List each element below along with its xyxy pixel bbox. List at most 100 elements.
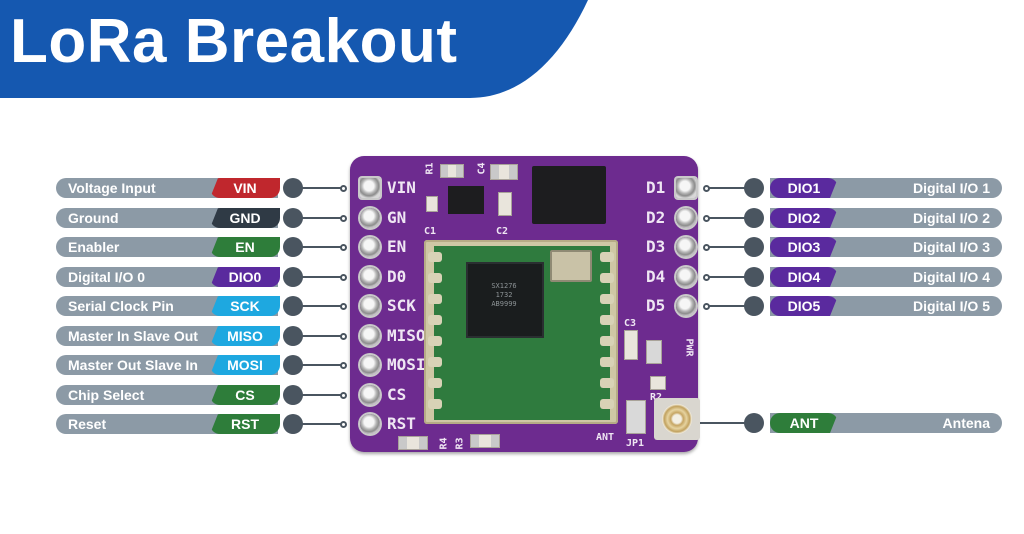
r3-smd bbox=[470, 434, 500, 448]
castellated-pad bbox=[600, 378, 614, 388]
castellated-pad bbox=[428, 315, 442, 325]
silk-cs: CS bbox=[387, 385, 407, 404]
pin-tag: DIO0 bbox=[210, 267, 280, 287]
silk-dio5: D5 bbox=[646, 296, 666, 315]
silk-r3: R3 bbox=[454, 437, 466, 450]
pin-wire bbox=[300, 276, 344, 278]
castellated-pad bbox=[428, 378, 442, 388]
pin-wire bbox=[300, 187, 344, 189]
castellated-pad bbox=[428, 294, 442, 304]
pin-tag: EN bbox=[210, 237, 280, 257]
castellated-pad bbox=[600, 273, 614, 283]
pin-hole-dio0 bbox=[360, 267, 380, 287]
pin-hole-sck bbox=[360, 296, 380, 316]
pin-tag: DIO5 bbox=[770, 296, 838, 316]
pin-hole-cs bbox=[360, 385, 380, 405]
pin-wire bbox=[708, 217, 746, 219]
castellated-pad bbox=[428, 252, 442, 262]
castellated-pad bbox=[600, 315, 614, 325]
silk-pwr: PWR bbox=[683, 338, 695, 357]
title-banner: LoRa Breakout bbox=[0, 0, 600, 98]
pin-tag: DIO2 bbox=[770, 208, 838, 228]
pin-hole-miso bbox=[360, 326, 380, 346]
c2-smd bbox=[498, 192, 512, 216]
pin-tag: DIO1 bbox=[770, 178, 838, 198]
pin-tag: CS bbox=[210, 385, 280, 405]
pin-hole-dio1 bbox=[676, 178, 696, 198]
pin-tag: VIN bbox=[210, 178, 280, 198]
pin-wire-end bbox=[340, 244, 347, 251]
pin-dot bbox=[283, 178, 303, 198]
pin-wire bbox=[300, 246, 344, 248]
pin-dot bbox=[283, 267, 303, 287]
pin-hole-dio2 bbox=[676, 208, 696, 228]
r1-smd bbox=[440, 164, 464, 178]
silk-mosi: MOSI bbox=[387, 355, 426, 374]
silk-dio2: D2 bbox=[646, 208, 666, 227]
silk-gnd: GN bbox=[387, 208, 407, 227]
pin-dot bbox=[283, 355, 303, 375]
pin-hole-mosi bbox=[360, 355, 380, 375]
pin-dot bbox=[744, 208, 764, 228]
silk-miso: MISO bbox=[387, 326, 426, 345]
silk-c1: C1 bbox=[424, 226, 437, 237]
pin-wire-end bbox=[340, 274, 347, 281]
castellated-pad bbox=[600, 252, 614, 262]
pin-dot bbox=[283, 237, 303, 257]
castellated-pad bbox=[600, 336, 614, 346]
pin-dot bbox=[283, 414, 303, 434]
pin-wire bbox=[708, 246, 746, 248]
pin-wire bbox=[688, 422, 746, 424]
pin-dot bbox=[744, 267, 764, 287]
silk-r2: R2 bbox=[650, 392, 662, 403]
castellated-pad bbox=[428, 273, 442, 283]
pin-wire-end bbox=[703, 303, 710, 310]
silk-c4: C4 bbox=[476, 162, 488, 175]
pin-wire-end bbox=[703, 244, 710, 251]
pin-tag: GND bbox=[210, 208, 280, 228]
pin-tag: MOSI bbox=[210, 355, 280, 375]
pin-wire-end bbox=[340, 421, 347, 428]
r2-smd bbox=[650, 376, 666, 390]
silk-ant: ANT bbox=[596, 432, 615, 443]
silk-c3: C3 bbox=[624, 318, 637, 329]
castellated-pad bbox=[600, 357, 614, 367]
silk-sck: SCK bbox=[387, 296, 416, 315]
jp1-jumper bbox=[626, 400, 646, 434]
pin-dot bbox=[744, 413, 764, 433]
pin-wire bbox=[300, 305, 344, 307]
silk-jp1: JP1 bbox=[626, 438, 645, 449]
sx1276-chip bbox=[466, 262, 544, 338]
ufl-connector bbox=[662, 404, 692, 434]
pin-dot bbox=[283, 385, 303, 405]
pin-dot bbox=[283, 296, 303, 316]
pin-wire-end bbox=[340, 185, 347, 192]
pin-wire-end bbox=[340, 333, 347, 340]
silk-dio0: D0 bbox=[387, 267, 407, 286]
silk-en: EN bbox=[387, 237, 407, 256]
pin-wire bbox=[708, 305, 746, 307]
pin-wire bbox=[708, 276, 746, 278]
pin-wire bbox=[300, 217, 344, 219]
transistor-ic bbox=[448, 186, 484, 214]
pin-wire-end bbox=[703, 185, 710, 192]
pin-hole-dio4 bbox=[676, 267, 696, 287]
pin-wire bbox=[300, 394, 344, 396]
r4-smd bbox=[398, 436, 428, 450]
pin-dot bbox=[283, 208, 303, 228]
pin-wire-end bbox=[703, 215, 710, 222]
pin-dot bbox=[744, 178, 764, 198]
castellated-pad bbox=[428, 399, 442, 409]
